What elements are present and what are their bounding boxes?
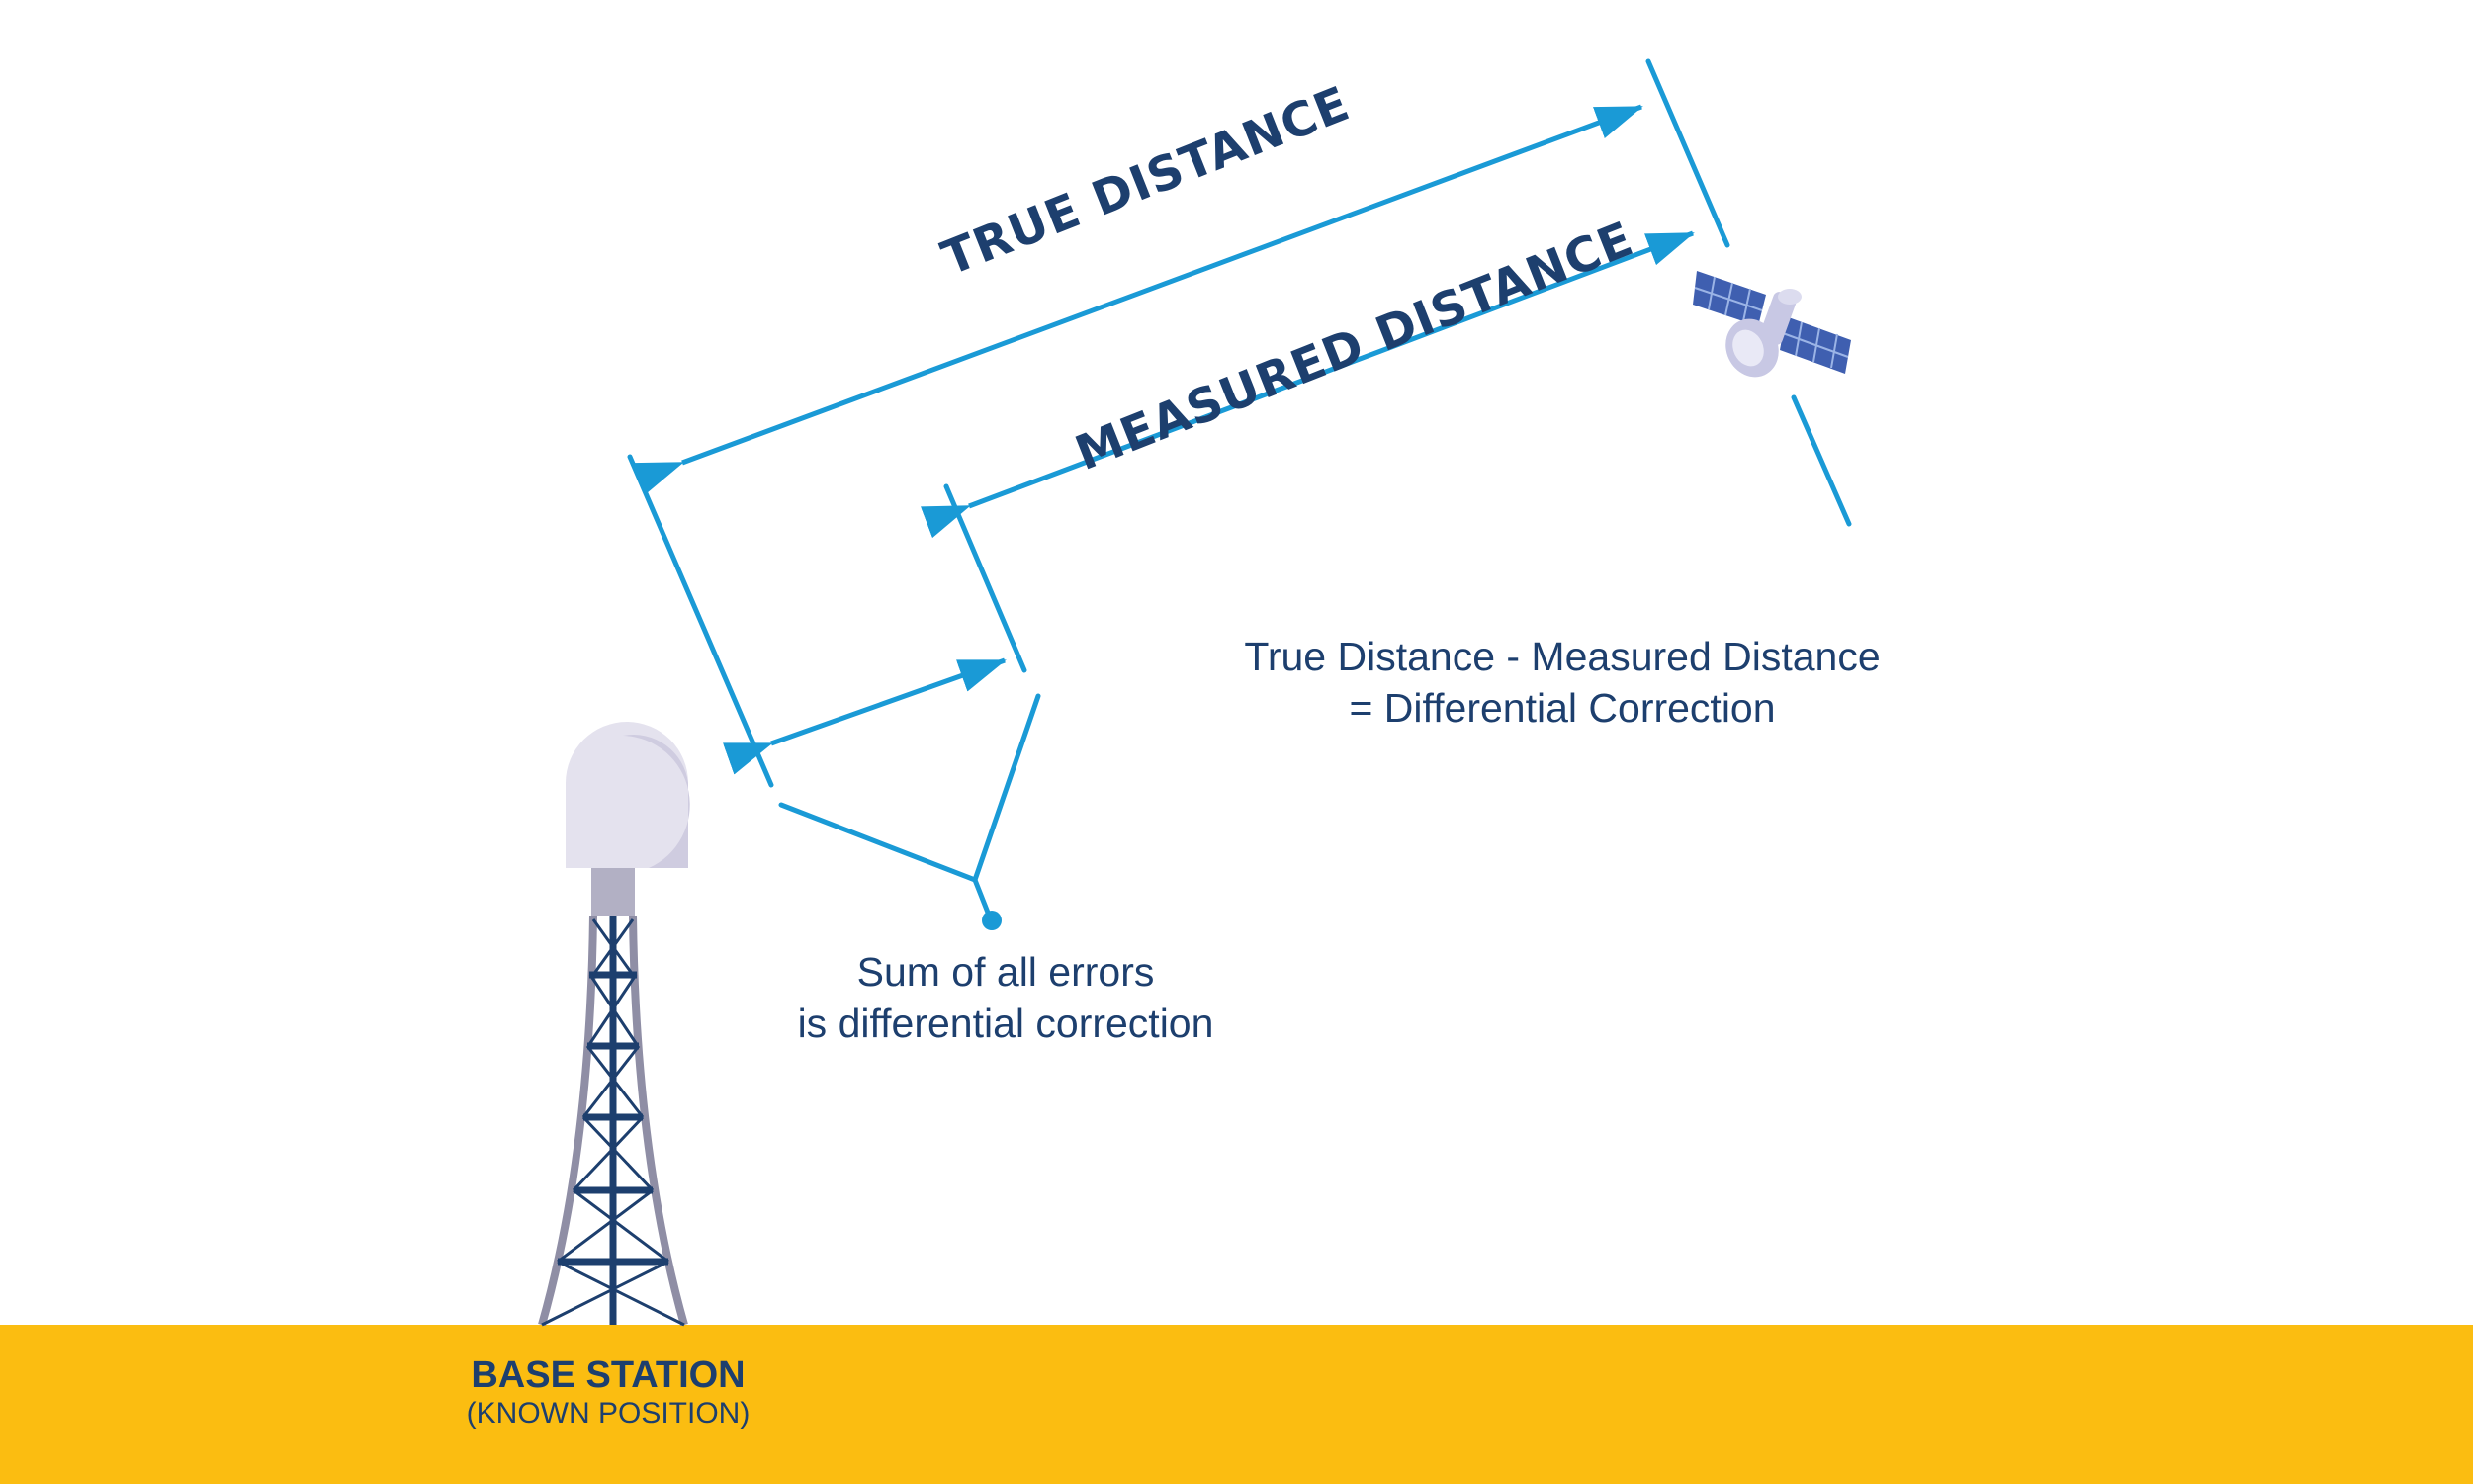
base-station-title: BASE STATION <box>471 1354 746 1396</box>
errors-bracket <box>778 693 1041 883</box>
difference-arrow <box>722 657 1007 775</box>
base-station-subtitle: (KNOWN POSITION) <box>466 1397 751 1430</box>
measured-distance-ext-right <box>1791 394 1852 527</box>
satellite-icon <box>1693 271 1851 378</box>
measured-distance-ext-left <box>943 483 1027 673</box>
base-station-label: BASE STATION (KNOWN POSITION) <box>410 1354 806 1431</box>
errors-note-line-1: Sum of all errors <box>856 949 1155 995</box>
formula-line-2: = Differential Correction <box>1349 685 1776 731</box>
antenna-tower-icon <box>538 722 690 1327</box>
measured-distance-arrow <box>920 230 1695 539</box>
formula-line-1: True Distance - Measured Distance <box>1244 634 1881 679</box>
formula-text: True Distance - Measured Distance = Diff… <box>1167 631 1958 734</box>
errors-leader-dot <box>982 911 1002 930</box>
errors-leader <box>972 879 993 918</box>
true-distance-ext-right <box>1645 58 1730 248</box>
errors-note: Sum of all errors is differential correc… <box>729 946 1282 1049</box>
errors-note-line-2: is differential correction <box>797 1001 1214 1046</box>
ground-band <box>0 1325 2473 1484</box>
